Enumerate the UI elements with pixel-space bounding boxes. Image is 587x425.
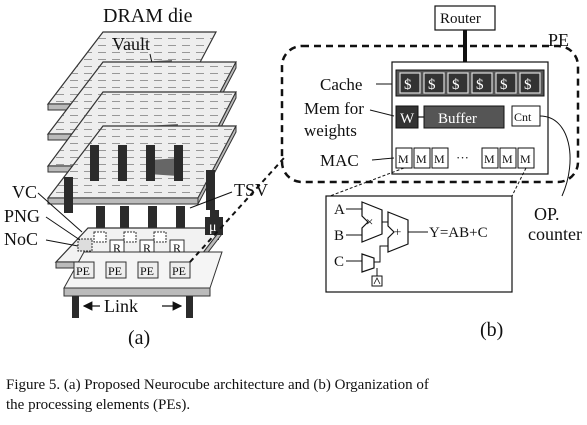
input-b-label: B: [334, 228, 344, 244]
mu-block: μ: [205, 217, 223, 235]
op-counter-line1: OP.: [534, 204, 560, 224]
figure-diagram: DRAM die Vault: [4, 5, 582, 349]
cache-cell-6: $: [524, 77, 532, 93]
mac-cell-1: M: [398, 152, 409, 166]
buffer-block: [423, 105, 505, 129]
cache-cell-4: $: [476, 77, 484, 93]
svg-text:+: +: [394, 224, 401, 239]
pe-title: PE: [548, 30, 569, 50]
mem-label-line2: weights: [304, 121, 357, 140]
router-box: [434, 5, 496, 31]
router-label: Router: [440, 11, 481, 27]
dram-die-title: DRAM die: [103, 5, 193, 27]
cache-cell-5: $: [500, 77, 508, 93]
pe-layer: PE PE PE PE: [63, 251, 223, 297]
mac-cell-2: M: [416, 152, 427, 166]
svg-text:×: ×: [366, 214, 373, 229]
link-legs: [72, 296, 193, 318]
mac-cells: M M M ··· M M M: [395, 147, 535, 169]
panel-a: DRAM die Vault: [4, 5, 268, 349]
link-label: Link: [104, 296, 138, 316]
pe-label-2: PE: [108, 264, 122, 278]
adder: [387, 211, 409, 253]
router-r-3: R: [173, 241, 181, 255]
png-label: PNG: [4, 206, 40, 226]
mac-cell-6: M: [520, 152, 531, 166]
router-r-2: R: [143, 241, 151, 255]
op-counter-line2: counter: [528, 224, 582, 244]
cache-cells: $ $ $ $ $ $: [399, 72, 541, 94]
mac-cell-3: M: [434, 152, 445, 166]
noc-label: NoC: [4, 229, 38, 249]
cache-label: Cache: [320, 75, 362, 94]
mu-label: μ: [209, 220, 217, 235]
multiplier: [361, 201, 383, 243]
panel-b-label: (b): [480, 319, 503, 341]
mac-ellipsis: ···: [456, 150, 469, 165]
tsv-label: TSV: [234, 180, 268, 200]
buffer-label: Buffer: [438, 111, 477, 127]
mem-label-line1: Mem for: [304, 99, 364, 118]
vc-label: VC: [12, 182, 37, 202]
counter-connector: [539, 115, 571, 197]
pe-boundary: [280, 44, 580, 184]
cnt-label: Cnt: [514, 110, 532, 124]
mac-detail: A B × + Y=AB+C C: [325, 195, 513, 293]
cache-cell-1: $: [404, 77, 412, 93]
router-r-1: R: [113, 241, 121, 255]
figure-caption: Figure 5. (a) Proposed Neurocube archite…: [6, 375, 584, 415]
mac-label: MAC: [320, 151, 359, 170]
panel-a-label: (a): [128, 327, 150, 349]
pe-label-4: PE: [172, 264, 186, 278]
cache-cell-3: $: [452, 77, 460, 93]
mac-cell-4: M: [484, 152, 495, 166]
router-boxes: R R R: [109, 239, 185, 255]
caption-line-1: Figure 5. (a) Proposed Neurocube archite…: [6, 377, 429, 393]
cache-block: [395, 69, 545, 97]
equation-label: Y=AB+C: [429, 225, 488, 241]
cache-cell-2: $: [428, 77, 436, 93]
pe-label-3: PE: [140, 264, 154, 278]
panel-b: Router PE Cache $ $ $ $ $ $ Mem for weig…: [280, 5, 582, 341]
w-label: W: [400, 111, 415, 127]
input-c-label: C: [334, 254, 344, 270]
caption-line-2: the processing elements (PEs).: [6, 397, 191, 413]
input-a-label: A: [334, 202, 345, 218]
pe-label-1: PE: [76, 264, 90, 278]
vault-label: Vault: [112, 34, 150, 54]
vc-boxes: [77, 231, 167, 252]
register: [361, 253, 375, 273]
mac-cell-5: M: [502, 152, 513, 166]
